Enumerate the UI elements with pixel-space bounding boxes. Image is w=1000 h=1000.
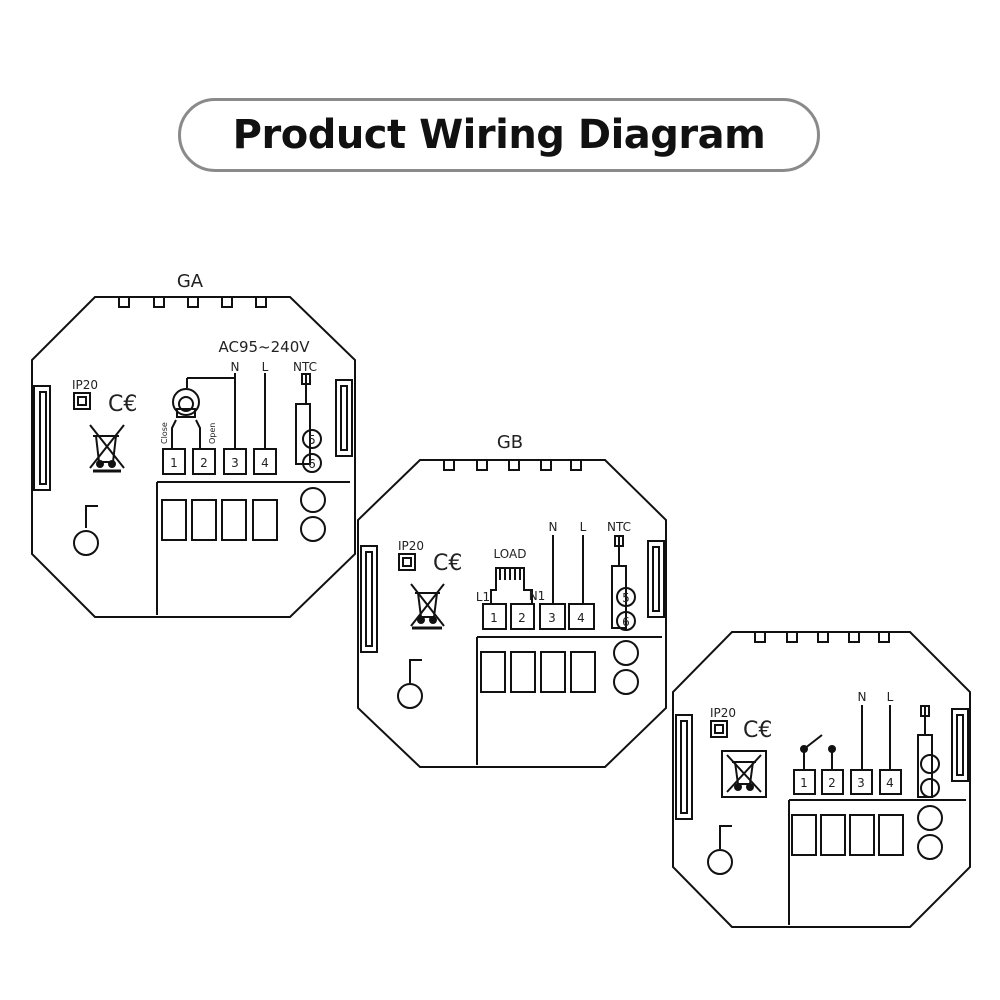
close-label: Close <box>160 422 169 444</box>
ce-mark: C€ <box>108 392 137 417</box>
l-label: L <box>887 690 894 704</box>
panel-ga <box>31 296 356 618</box>
n-label: N <box>549 520 558 534</box>
page-title: Product Wiring Diagram <box>232 112 766 158</box>
ip20-label: IP20 <box>72 378 98 392</box>
terminal-2: 2 <box>518 611 526 625</box>
terminal-1: 1 <box>490 611 498 625</box>
ce-mark: C€ <box>743 718 772 743</box>
ntc-label: NTC <box>607 520 631 534</box>
n-label: N <box>858 690 867 704</box>
weee-icon <box>410 583 445 630</box>
load-label: LOAD <box>494 547 527 561</box>
ip20-label: IP20 <box>710 706 736 720</box>
panel-gb-label: GB <box>497 432 523 453</box>
sensor-6: 6 <box>308 457 316 471</box>
panel-gb <box>357 459 667 768</box>
ip20-label: IP20 <box>398 539 424 553</box>
l-label: L <box>580 520 587 534</box>
title-pill: Product Wiring Diagram <box>178 98 820 172</box>
terminal-4: 4 <box>261 456 269 470</box>
ce-mark: C€ <box>433 551 462 576</box>
terminal-2: 2 <box>200 456 208 470</box>
weee-icon <box>89 424 125 473</box>
l-label: L <box>262 360 269 374</box>
sensor-6: 6 <box>622 615 630 629</box>
voltage-label: AC95~240V <box>218 338 310 356</box>
terminal-4: 4 <box>886 776 894 790</box>
top-tabs <box>118 296 267 308</box>
panel-ga-label: GA <box>177 271 204 292</box>
n1-label: N1 <box>529 589 546 603</box>
terminal-3: 3 <box>548 611 556 625</box>
sensor-5: 5 <box>308 433 316 447</box>
terminal-4: 4 <box>577 611 585 625</box>
top-tabs <box>754 631 890 643</box>
terminal-1: 1 <box>800 776 808 790</box>
weee-icon <box>721 750 767 798</box>
ntc-label: NTC <box>293 360 317 374</box>
terminal-3: 3 <box>231 456 239 470</box>
top-tabs <box>443 459 582 471</box>
open-label: Open <box>208 423 217 444</box>
sensor-5: 5 <box>622 591 630 605</box>
panel-gc <box>672 631 971 928</box>
n-label: N <box>231 360 240 374</box>
l1-label: L1 <box>476 590 490 604</box>
terminal-2: 2 <box>828 776 836 790</box>
terminal-3: 3 <box>857 776 865 790</box>
terminal-1: 1 <box>170 456 178 470</box>
